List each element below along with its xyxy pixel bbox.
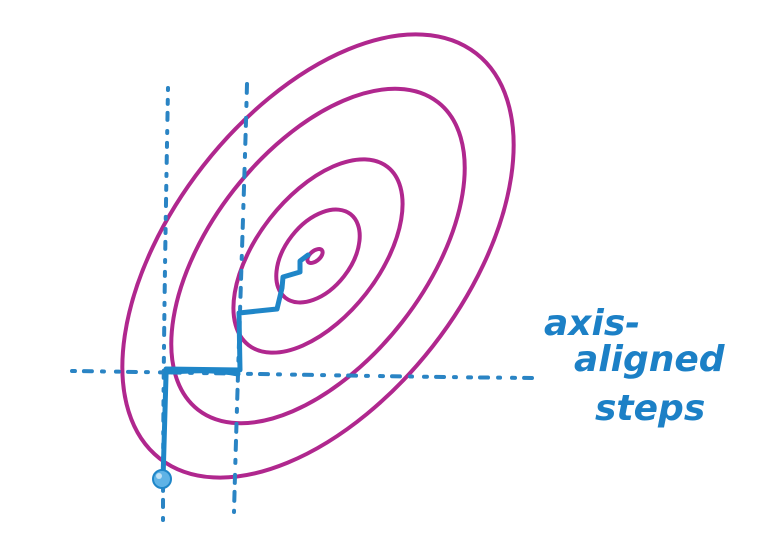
dotted-vertical-line-right	[232, 82, 249, 514]
contour-ring-2	[169, 86, 467, 426]
start-point-highlight	[156, 473, 162, 479]
contour-ring-3	[231, 157, 405, 355]
contour-ring-inner	[305, 247, 325, 265]
dotted-horizontal-line-lower	[70, 369, 537, 380]
contour-group	[120, 32, 516, 480]
annotation-line-3: steps	[595, 388, 705, 429]
contour-ring-outer	[120, 32, 516, 480]
step-path-horizontal-stroke	[163, 368, 241, 377]
annotation-label: axis- aligned steps	[544, 303, 726, 429]
step-path	[160, 252, 311, 483]
annotation-line-1: axis-	[544, 303, 640, 344]
contour-ring-4	[274, 207, 362, 305]
annotation-line-2: aligned	[574, 339, 726, 380]
start-point-marker	[152, 469, 172, 489]
